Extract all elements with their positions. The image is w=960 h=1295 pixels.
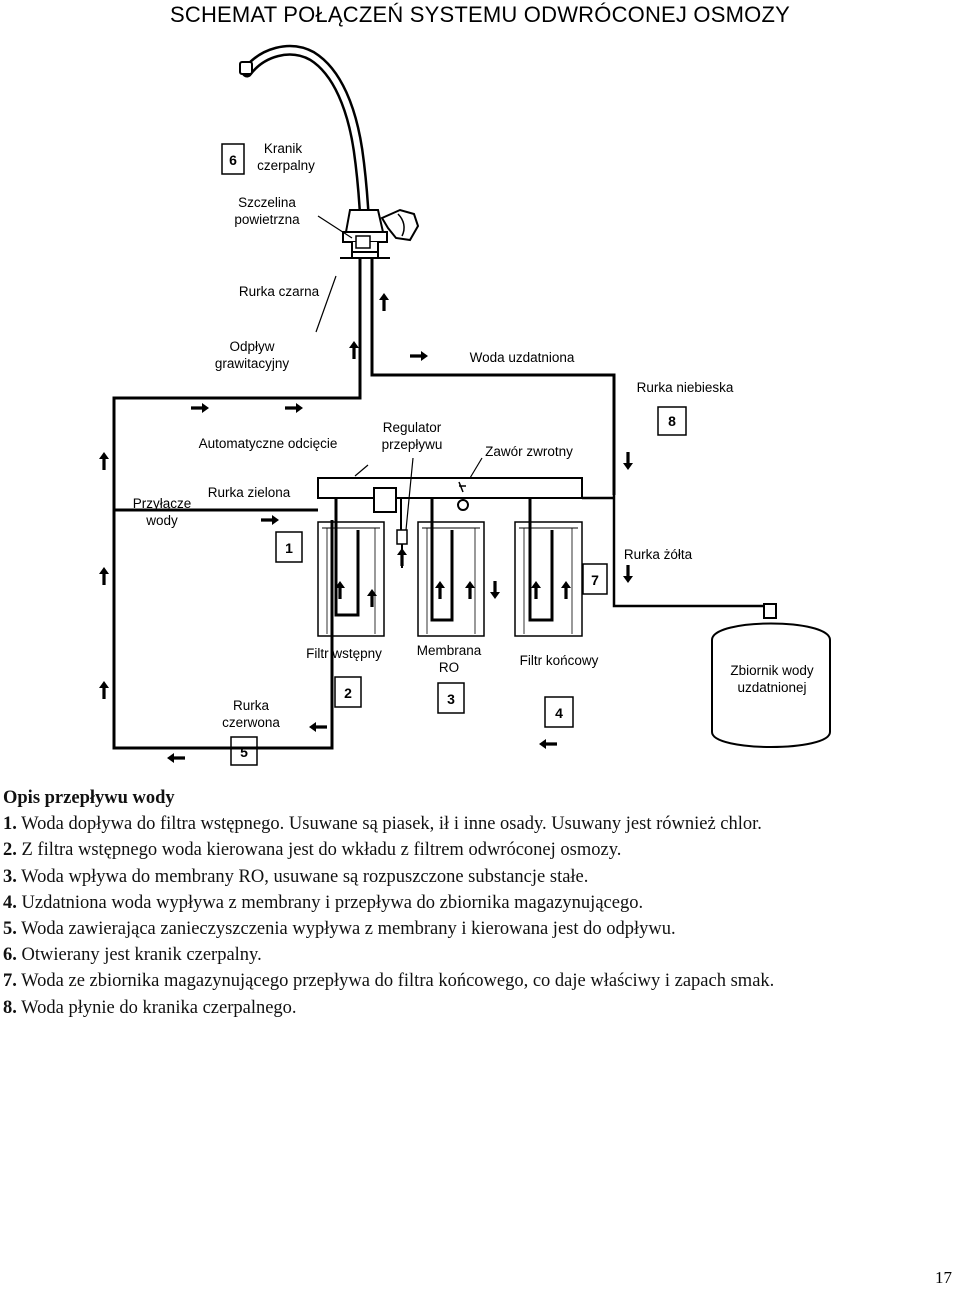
air-gap-label-2: powietrzna bbox=[234, 212, 300, 227]
svg-text:7: 7 bbox=[591, 572, 599, 588]
description-item: 5. Woda zawierająca zanieczyszczenia wyp… bbox=[3, 919, 676, 940]
number-box-1: 1 bbox=[275, 531, 303, 563]
red-tube-label-2: czerwona bbox=[222, 715, 280, 730]
flow-description: Opis przepływu wody 1. Woda dopływa do f… bbox=[3, 785, 953, 1021]
treated-water-label: Woda uzdatniona bbox=[470, 350, 575, 365]
diagram-labels: Kranik czerpalny Szczelina powietrzna Ru… bbox=[133, 141, 814, 730]
postfilter-housing bbox=[514, 498, 583, 637]
description-item: 4. Uzdatniona woda wypływa z membrany i … bbox=[3, 892, 644, 913]
svg-text:2: 2 bbox=[344, 685, 352, 701]
prefilter-label: Filtr wstępny bbox=[306, 646, 382, 661]
membrane-label-1: Membrana bbox=[417, 643, 482, 658]
air-gap-label-1: Szczelina bbox=[238, 195, 296, 210]
number-box-8: 8 bbox=[657, 406, 687, 436]
prefilter-housing bbox=[317, 498, 385, 637]
check-valve-icon bbox=[457, 481, 469, 511]
pipes bbox=[112, 258, 772, 750]
gravity-drain-label-2: grawitacyjny bbox=[215, 356, 290, 371]
yellow-tube-label: Rurka żółta bbox=[624, 547, 693, 562]
number-box-7: 7 bbox=[582, 563, 608, 595]
ro-system-diagram: 6 8 1 7 2 3 4 5 bbox=[99, 44, 831, 766]
faucet-label-2: czerpalny bbox=[257, 158, 315, 173]
description-item: 3. Woda wpływa do membrany RO, usuwane s… bbox=[3, 866, 589, 887]
gravity-drain-label-1: Odpływ bbox=[229, 339, 274, 354]
number-box-2: 2 bbox=[334, 676, 362, 708]
svg-text:3: 3 bbox=[447, 691, 455, 707]
svg-text:8: 8 bbox=[668, 413, 676, 429]
number-box-5: 5 bbox=[230, 736, 258, 766]
postfilter-label: Filtr końcowy bbox=[520, 653, 599, 668]
number-box-3: 3 bbox=[437, 682, 465, 714]
tank-label-2: uzdatnionej bbox=[737, 680, 806, 695]
page-number: 17 bbox=[935, 1268, 952, 1287]
description-item: 2. Z filtra wstępnego woda kierowana jes… bbox=[3, 840, 622, 861]
pointer-lines bbox=[315, 215, 483, 531]
inlet-label-2: wody bbox=[145, 513, 178, 528]
description-item: 1. Woda dopływa do filtra wstępnego. Usu… bbox=[3, 814, 762, 835]
membrane-label-2: RO bbox=[439, 660, 459, 675]
svg-text:5: 5 bbox=[240, 744, 248, 760]
membrane-housing bbox=[417, 498, 485, 637]
green-tube-label: Rurka zielona bbox=[208, 485, 291, 500]
blue-tube-label: Rurka niebieska bbox=[637, 380, 734, 395]
number-box-4: 4 bbox=[544, 696, 574, 728]
faucet-label-1: Kranik bbox=[264, 141, 303, 156]
check-valve-label: Zawór zwrotny bbox=[485, 444, 573, 459]
red-tube-label-1: Rurka bbox=[233, 698, 270, 713]
flow-regulator-label-2: przepływu bbox=[382, 437, 443, 452]
flow-regulator-label-1: Regulator bbox=[383, 420, 442, 435]
description-item: 6. Otwierany jest kranik czerpalny. bbox=[3, 945, 262, 966]
description-item: 8. Woda płynie do kranika czerpalnego. bbox=[3, 997, 297, 1018]
svg-text:4: 4 bbox=[555, 705, 563, 721]
description-item: 7. Woda ze zbiornika magazynującego prze… bbox=[3, 971, 775, 992]
description-heading: Opis przepływu wody bbox=[3, 788, 175, 808]
number-box-6: 6 bbox=[221, 143, 245, 175]
svg-text:1: 1 bbox=[285, 540, 293, 556]
faucet-icon bbox=[239, 44, 420, 259]
tank-icon bbox=[711, 603, 831, 748]
inlet-label-1: Przyłącze bbox=[133, 496, 192, 511]
page-title: SCHEMAT POŁĄCZEŃ SYSTEMU ODWRÓCONEJ OSMO… bbox=[170, 2, 790, 27]
svg-text:6: 6 bbox=[229, 152, 237, 168]
black-tube-label: Rurka czarna bbox=[239, 284, 320, 299]
auto-shutoff-label: Automatyczne odcięcie bbox=[199, 436, 338, 451]
tank-label-1: Zbiornik wody bbox=[730, 663, 814, 678]
